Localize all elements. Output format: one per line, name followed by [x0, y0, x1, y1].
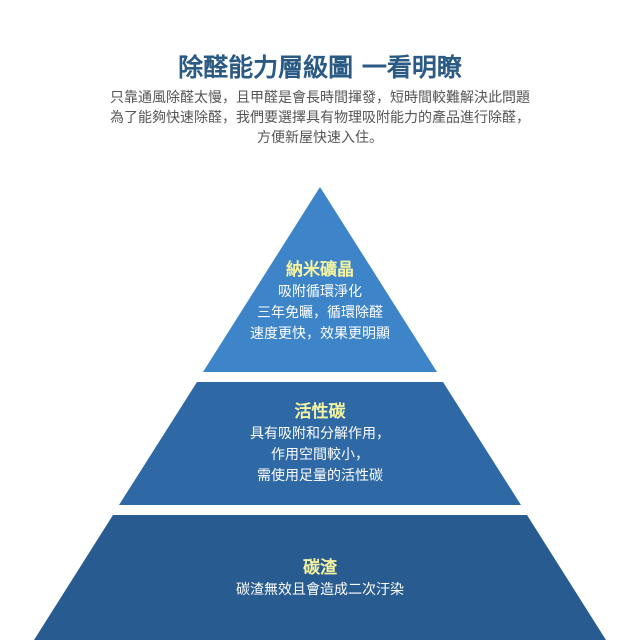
- pyramid-tier-bottom: 碳渣 碳渣無效且會造成二次汙染: [0, 556, 640, 601]
- description-line: 為了能夠快速除醛，我們要選擇具有物理吸附能力的產品進行除醛，: [110, 110, 530, 126]
- tier-line: 需使用足量的活性碳: [257, 468, 383, 484]
- description: 只靠通風除醛太慢，且甲醛是會長時間揮發，短時間較難解決此問題 為了能夠快速除醛，…: [0, 88, 640, 148]
- tier-line: 具有吸附和分解作用，: [250, 426, 390, 442]
- tier-heading: 活性碳: [294, 402, 346, 422]
- tier-line: 速度更快，效果更明顯: [250, 326, 390, 342]
- tier-heading: 碳渣: [303, 558, 337, 578]
- pyramid-tier-middle: 活性碳 具有吸附和分解作用， 作用空間較小， 需使用足量的活性碳: [0, 400, 640, 487]
- description-line: 只靠通風除醛太慢，且甲醛是會長時間揮發，短時間較難解決此問題: [110, 90, 530, 106]
- tier-heading: 納米礦晶: [286, 260, 354, 280]
- tier-line: 碳渣無效且會造成二次汙染: [236, 582, 404, 598]
- description-line: 方便新屋快速入住。: [257, 130, 383, 146]
- pyramid-tier-top-shape: [203, 187, 437, 372]
- pyramid-tier-top: 納米礦晶 吸附循環淨化 三年免曬，循環除醛 速度更快，效果更明顯: [0, 258, 640, 345]
- tier-line: 作用空間較小，: [271, 447, 369, 463]
- pyramid-tier-middle-shape: [119, 382, 521, 505]
- tier-line: 吸附循環淨化: [278, 284, 362, 300]
- pyramid-tier-bottom-shape: [34, 515, 606, 640]
- page-title: 除醛能力層級圖 一看明瞭: [178, 53, 462, 82]
- tier-line: 三年免曬，循環除醛: [257, 305, 383, 321]
